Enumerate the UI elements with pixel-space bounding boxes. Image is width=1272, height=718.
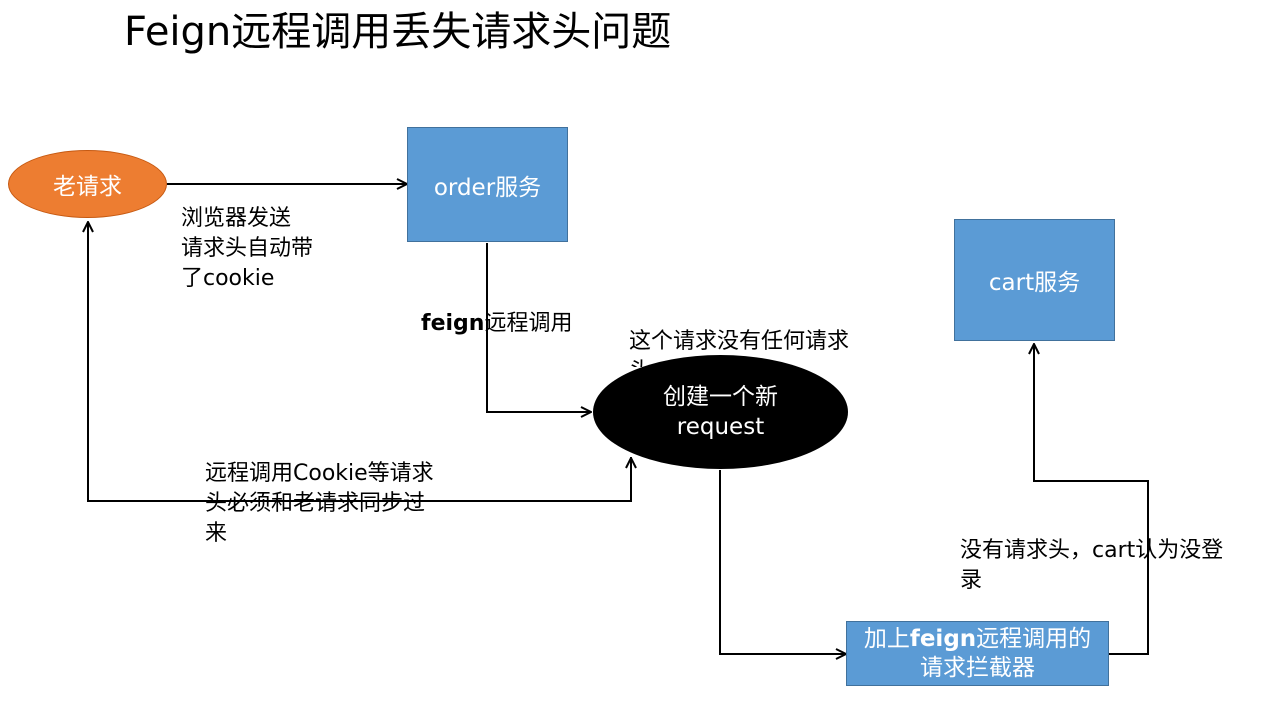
cart-service-node: cart服务 — [954, 219, 1115, 341]
new-request-node: 创建一个新 request — [593, 355, 848, 469]
feign-call-note: feign远程调用 — [421, 311, 573, 336]
arrow-order-to-new-request — [486, 243, 591, 412]
arrow-new-request-to-interceptor — [719, 470, 846, 654]
new-request-label-line1: 创建一个新 — [663, 384, 778, 410]
arrow-interceptor-to-cart — [1034, 344, 1149, 655]
interceptor-label-line2: 请求拦截器 — [920, 654, 1035, 681]
browser-note: 浏览器发送 请求头自动带 了cookie — [181, 206, 314, 291]
interceptor-label-line1: 加上feign远程调用的 — [863, 625, 1092, 652]
new-request-label-line2: request — [676, 414, 765, 440]
no-headers-note: 这个请求没有任何请求 头 — [629, 329, 850, 367]
order-service-label: order服务 — [433, 174, 542, 201]
order-service-node: order服务 — [407, 127, 568, 242]
old-request-label: 老请求 — [53, 174, 122, 200]
sync-note: 远程调用Cookie等请求 头必须和老请求同步过 来 — [205, 461, 434, 546]
cart-login-note: 没有请求头，cart认为没登 录 — [960, 538, 1224, 593]
page-title: Feign远程调用丢失请求头问题 — [124, 9, 672, 55]
cart-service-label: cart服务 — [988, 270, 1081, 296]
interceptor-node: 加上feign远程调用的 请求拦截器 — [846, 621, 1109, 686]
old-request-node: 老请求 — [8, 150, 167, 218]
